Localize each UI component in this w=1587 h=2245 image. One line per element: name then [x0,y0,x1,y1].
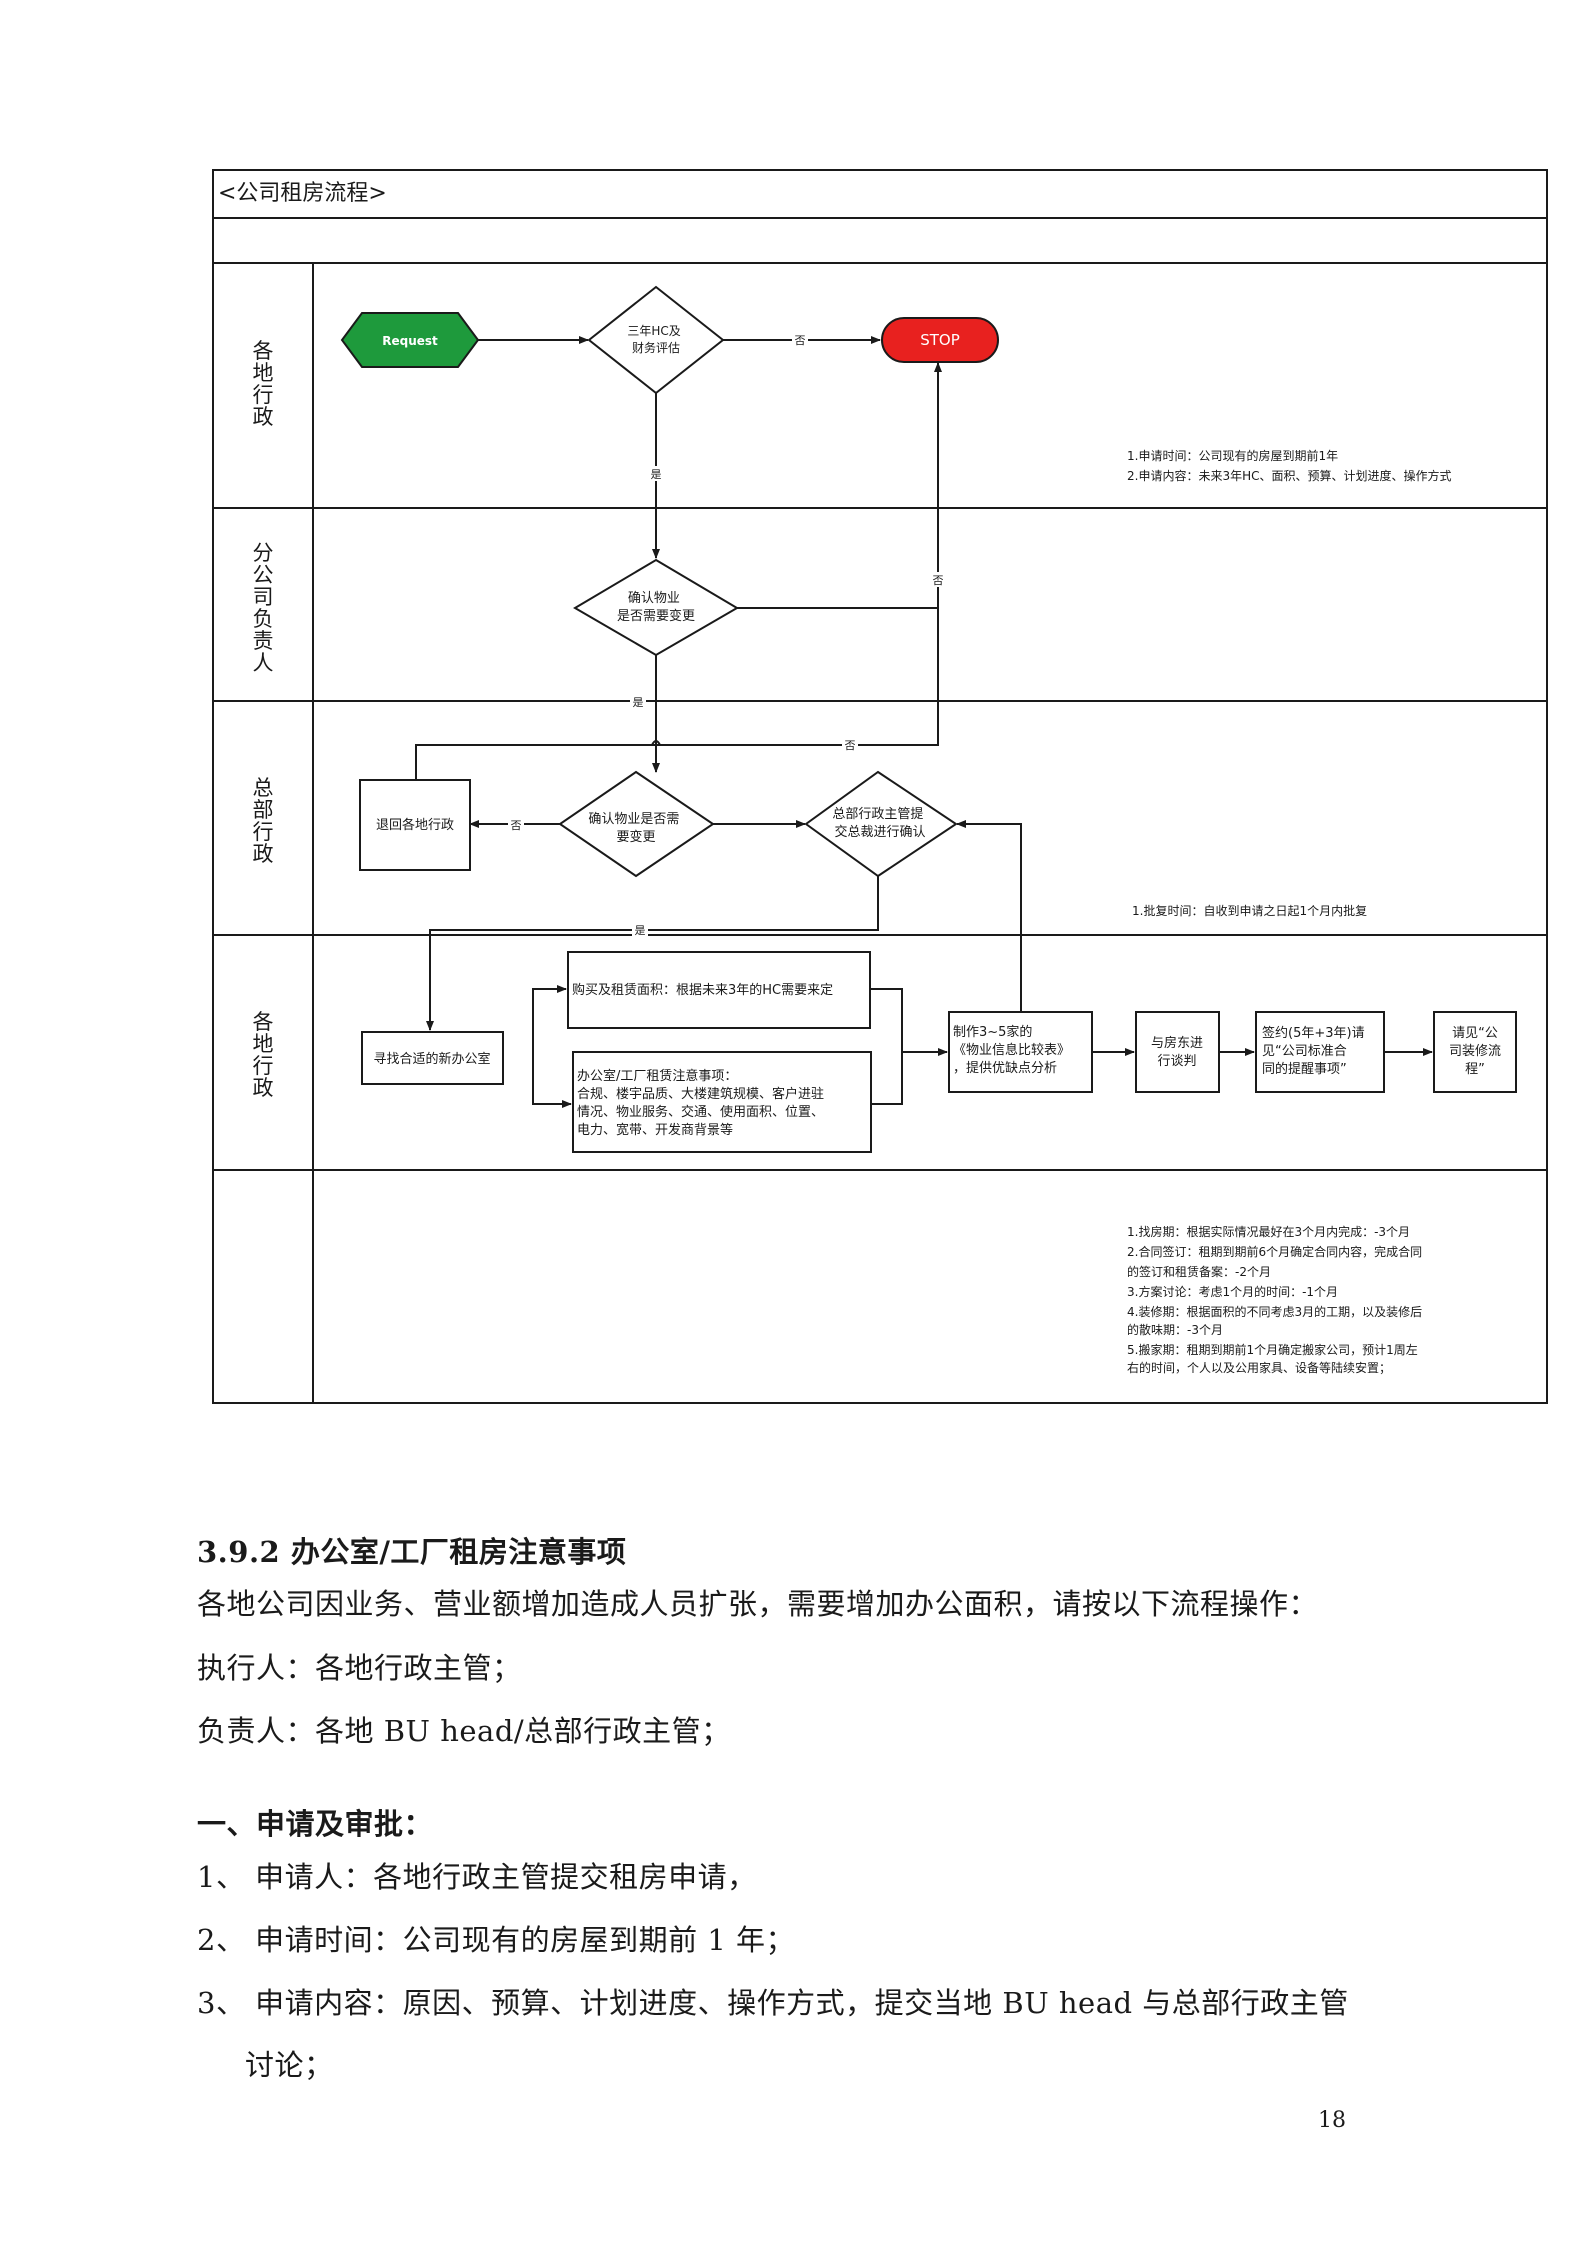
svg-text:办公室/工厂租赁注意事项：: 办公室/工厂租赁注意事项： [577,1068,737,1084]
edge-label-yes-3: 是 [635,924,646,937]
svg-text:2.合同签订：租期到期前6个月确定合同内容，完成合同: 2.合同签订：租期到期前6个月确定合同内容，完成合同 [1127,1244,1422,1259]
edge-label-no-2: 否 [933,574,944,587]
edge-label-no-3: 否 [845,739,856,752]
svg-text:1.申请时间：公司现有的房屋到期前1年: 1.申请时间：公司现有的房屋到期前1年 [1127,448,1338,463]
diagram-frame [212,169,1548,1404]
request-label: Request [382,334,438,348]
section-intro: 各地公司因业务、营业额增加造成人员扩张，需要增加办公面积，请按以下流程操作： [197,1587,1319,1621]
comparison-table-box [948,1011,1093,1093]
svg-text:的签订和租赁备案：-2个月: 的签订和租赁备案：-2个月 [1127,1264,1271,1279]
lane-label-local-admin-2: 各地行政 [253,1010,274,1100]
stop-node [881,317,999,363]
lane-label-branch-manager: 分公司负责人 [253,541,274,675]
purchase-area-label: 购买及租赁面积：根据未来3年的HC需要来定 [572,982,833,998]
svg-text:见“公司标准合: 见“公司标准合 [1262,1044,1347,1059]
decision-confirm-property [573,558,739,657]
edge-label-yes-2: 是 [633,696,644,709]
negotiate-box [1135,1011,1220,1093]
decision-hq-submit-ceo [804,770,958,878]
renovation-box [1433,1011,1517,1093]
decision-confirm-property-label: 确认物业 是否需要变更 [617,591,695,624]
edge-label-no-4: 否 [511,819,522,832]
svg-text:制作3~5家的: 制作3~5家的 [953,1024,1032,1040]
decision-hq-submit-ceo-label: 总部行政主管提 交总裁进行确认 [832,806,927,840]
svg-text:司装修流: 司装修流 [1449,1044,1501,1059]
subsection-heading: 一、申请及审批： [197,1807,434,1841]
page-number: 18 [1318,2108,1346,2133]
svg-text:同的提醒事项”: 同的提醒事项” [1262,1061,1347,1077]
svg-text:，提供优缺点分析: ，提供优缺点分析 [953,1060,1057,1076]
decision-hq-confirm-property-label: 确认物业是否需 要变更 [588,812,683,845]
decision-hq-confirm-property [558,770,715,878]
edge-label-no-1: 否 [795,334,806,347]
svg-text:电力、宽带、开发商背景等: 电力、宽带、开发商背景等 [577,1122,733,1138]
find-new-office-label: 寻找合适的新办公室 [373,1051,490,1067]
purchase-area-box [567,951,871,1029]
svg-text:签约(5年+3年)请: 签约(5年+3年)请 [1262,1025,1365,1041]
section-heading: 3.9.2 办公室/工厂租房注意事项 [197,1535,627,1569]
lane-label-hq-admin: 总部行政 [253,776,274,866]
lane5-notes: 1.找房期：根据实际情况最好在3个月内完成：-3个月 2.合同签订：租期到期前6… [1127,1224,1422,1375]
negotiate-label: 与房东进 行谈判 [1151,1035,1203,1069]
svg-text:合规、楼宇品质、大楼建筑规模、客户进驻: 合规、楼宇品质、大楼建筑规模、客户进驻 [577,1086,824,1102]
request-node [340,312,480,368]
list-item: 2、 申请时间：公司现有的房屋到期前 1 年； [197,1923,796,1957]
lane1-notes: 1.申请时间：公司现有的房屋到期前1年 2.申请内容：未来3年HC、面积、预算、… [1127,448,1452,483]
list-item: 3、 申请内容：原因、预算、计划进度、操作方式，提交当地 BU head 与总部… [197,1986,1349,2020]
svg-text:行谈判: 行谈判 [1157,1054,1196,1069]
responsible-line: 负责人：各地 BU head/总部行政主管； [197,1714,731,1748]
svg-text:情况、物业服务、交通、使用面积、位置、: 情况、物业服务、交通、使用面积、位置、 [577,1104,824,1120]
svg-text:与房东进: 与房东进 [1151,1035,1203,1051]
sign-contract-label: 签约(5年+3年)请 见“公司标准合 同的提醒事项” [1262,1025,1365,1077]
lane3-notes: 1.批复时间：自收到申请之日起1个月内批复 [1132,903,1367,918]
edge-label-yes-1: 是 [651,468,662,481]
svg-text:的散味期：-3个月: 的散味期：-3个月 [1127,1322,1223,1337]
svg-text:3.方案讨论：考虑1个月的时间：-1个月: 3.方案讨论：考虑1个月的时间：-1个月 [1127,1284,1338,1299]
rental-process-flowchart: <公司租房流程> 各地行政 分公司负责人 总部行政 各地行政 否 是 [212,169,1548,1404]
svg-text:5.搬家期：租期到期前1个月确定搬家公司，预计1周左: 5.搬家期：租期到期前1个月确定搬家公司，预计1周左 [1127,1342,1418,1357]
svg-text:程”: 程” [1465,1062,1485,1077]
decision-hc-evaluation [587,285,725,395]
list-item: 1、 申请人：各地行政主管提交租房申请， [197,1860,757,1894]
svg-text:1.找房期：根据实际情况最好在3个月内完成：-3个月: 1.找房期：根据实际情况最好在3个月内完成：-3个月 [1127,1224,1410,1239]
rental-notes-text: 办公室/工厂租赁注意事项： 合规、楼宇品质、大楼建筑规模、客户进驻 情况、物业服… [577,1068,824,1138]
diagram-title: <公司租房流程> [218,181,387,206]
find-new-office-box [361,1031,504,1085]
comparison-table-label: 制作3~5家的 《物业信息比较表》 ，提供优缺点分析 [953,1024,1070,1076]
return-local-admin-label: 退回各地行政 [376,817,454,833]
renovation-label: 请见“公 司装修流 程” [1449,1026,1501,1077]
rental-notes-box [572,1051,872,1153]
svg-text:4.装修期：根据面积的不同考虑3月的工期，以及装修后: 4.装修期：根据面积的不同考虑3月的工期，以及装修后 [1127,1304,1422,1319]
lane-label-local-admin-1: 各地行政 [253,339,274,429]
svg-text:右的时间，个人以及公用家具、设备等陆续安置；: 右的时间，个人以及公用家具、设备等陆续安置； [1127,1360,1391,1375]
stop-label: STOP [920,331,960,349]
svg-text:请见“公: 请见“公 [1452,1026,1498,1041]
decision-hc-evaluation-label: 三年HC及 财务评估 [627,324,684,355]
svg-text:2.申请内容：未来3年HC、面积、预算、计划进度、操作方式: 2.申请内容：未来3年HC、面积、预算、计划进度、操作方式 [1127,468,1452,483]
list-item-continuation: 讨论； [245,2048,334,2082]
return-local-admin-box [359,779,471,871]
sign-contract-box [1255,1011,1385,1093]
svg-text:《物业信息比较表》: 《物业信息比较表》 [953,1042,1070,1058]
executor-line: 执行人：各地行政主管； [197,1651,522,1685]
